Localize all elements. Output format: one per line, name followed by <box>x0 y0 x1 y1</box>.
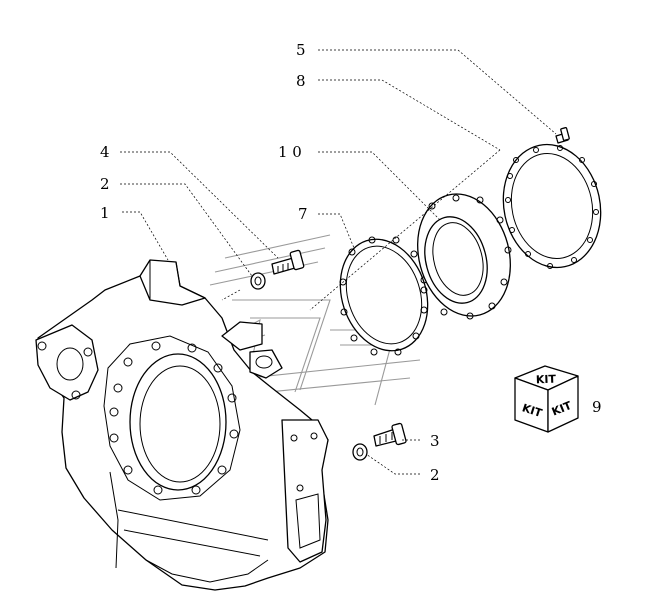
flywheel-housing-part <box>35 259 329 591</box>
seal-carrier-part-10 <box>417 193 512 320</box>
callout-5: 5 <box>296 41 306 59</box>
kit-box: KIT KIT KIT <box>514 365 579 433</box>
callout-3: 3 <box>430 432 440 450</box>
callout-2-top: 2 <box>100 175 110 193</box>
callout-10: 1 0 <box>278 143 302 161</box>
callout-9: 9 <box>592 398 602 416</box>
callout-8: 8 <box>296 72 306 90</box>
callout-2-bottom: 2 <box>430 466 440 484</box>
screw-part-5 <box>555 127 570 144</box>
screw-part-3 <box>373 422 407 447</box>
callout-1: 1 <box>100 204 110 222</box>
gasket-part-7 <box>339 236 429 356</box>
callout-7: 7 <box>298 205 308 223</box>
kit-label-top: KIT <box>536 373 557 387</box>
washer-part-top <box>250 272 266 290</box>
kit-label-left: KIT <box>521 401 545 420</box>
callout-labels: 5 8 1 0 4 2 7 1 3 2 9 <box>100 41 602 484</box>
washer-part-bottom <box>352 443 368 461</box>
screw-part-4 <box>271 249 305 275</box>
callout-4: 4 <box>100 143 110 161</box>
gasket-part-8 <box>502 143 602 269</box>
leader-lines <box>120 49 557 475</box>
